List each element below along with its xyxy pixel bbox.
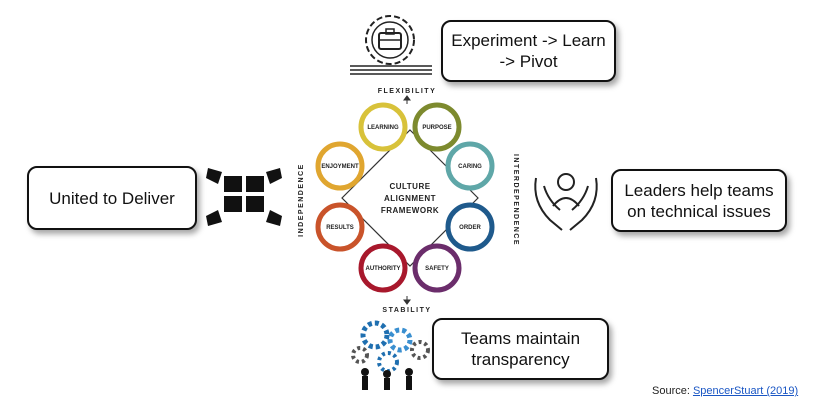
center-label-line-2: ALIGNMENT [384,194,436,203]
callout-united: United to Deliver [27,166,197,230]
source-link[interactable]: SpencerStuart (2019) [692,385,799,397]
style-ring-caring [445,141,495,191]
source-prefix: Source: [652,385,693,397]
source-citation: Source: SpencerStuart (2019) [652,385,798,397]
style-label-enjoyment: ENJOYMENT [321,164,359,170]
axis-label-right: INTERDEPENDENCE [512,154,519,246]
style-label-safety: SAFETY [425,266,449,272]
axis-label-left: INDEPENDENCE [298,163,305,237]
center-label-line-3: FRAMEWORK [381,206,439,215]
axis-label-bottom: STABILITY [382,307,431,314]
style-ring-safety [412,243,462,293]
style-ring-authority [358,243,408,293]
gears-team-icon [351,320,430,390]
style-ring-learning [358,102,408,152]
caring-hands-icon [534,173,598,231]
axis-label-top: FLEXIBILITY [378,88,437,95]
culture-framework: LEARNING PURPOSE CARING ORDER SAFETY AUTHORIT… [315,102,495,293]
style-ring-purpose [412,102,462,152]
axis-arrows [403,95,411,305]
style-label-caring: CARING [458,164,482,170]
style-label-order: ORDER [459,225,481,231]
style-label-learning: LEARNING [367,125,399,131]
puzzle-hands-icon [206,168,282,226]
style-ring-enjoyment [315,141,365,191]
style-label-purpose: PURPOSE [422,125,451,131]
gear-briefcase-icon [350,15,432,75]
style-label-results: RESULTS [326,225,354,231]
style-label-authority: AUTHORITY [366,266,401,272]
center-label-line-1: CULTURE [389,182,430,191]
callout-leaders: Leaders help teams on technical issues [611,169,787,232]
style-ring-results [315,202,365,252]
style-ring-order [445,202,495,252]
callout-transparency: Teams maintain transparency [432,318,609,380]
callout-experiment: Experiment -> Learn -> Pivot [441,20,616,82]
